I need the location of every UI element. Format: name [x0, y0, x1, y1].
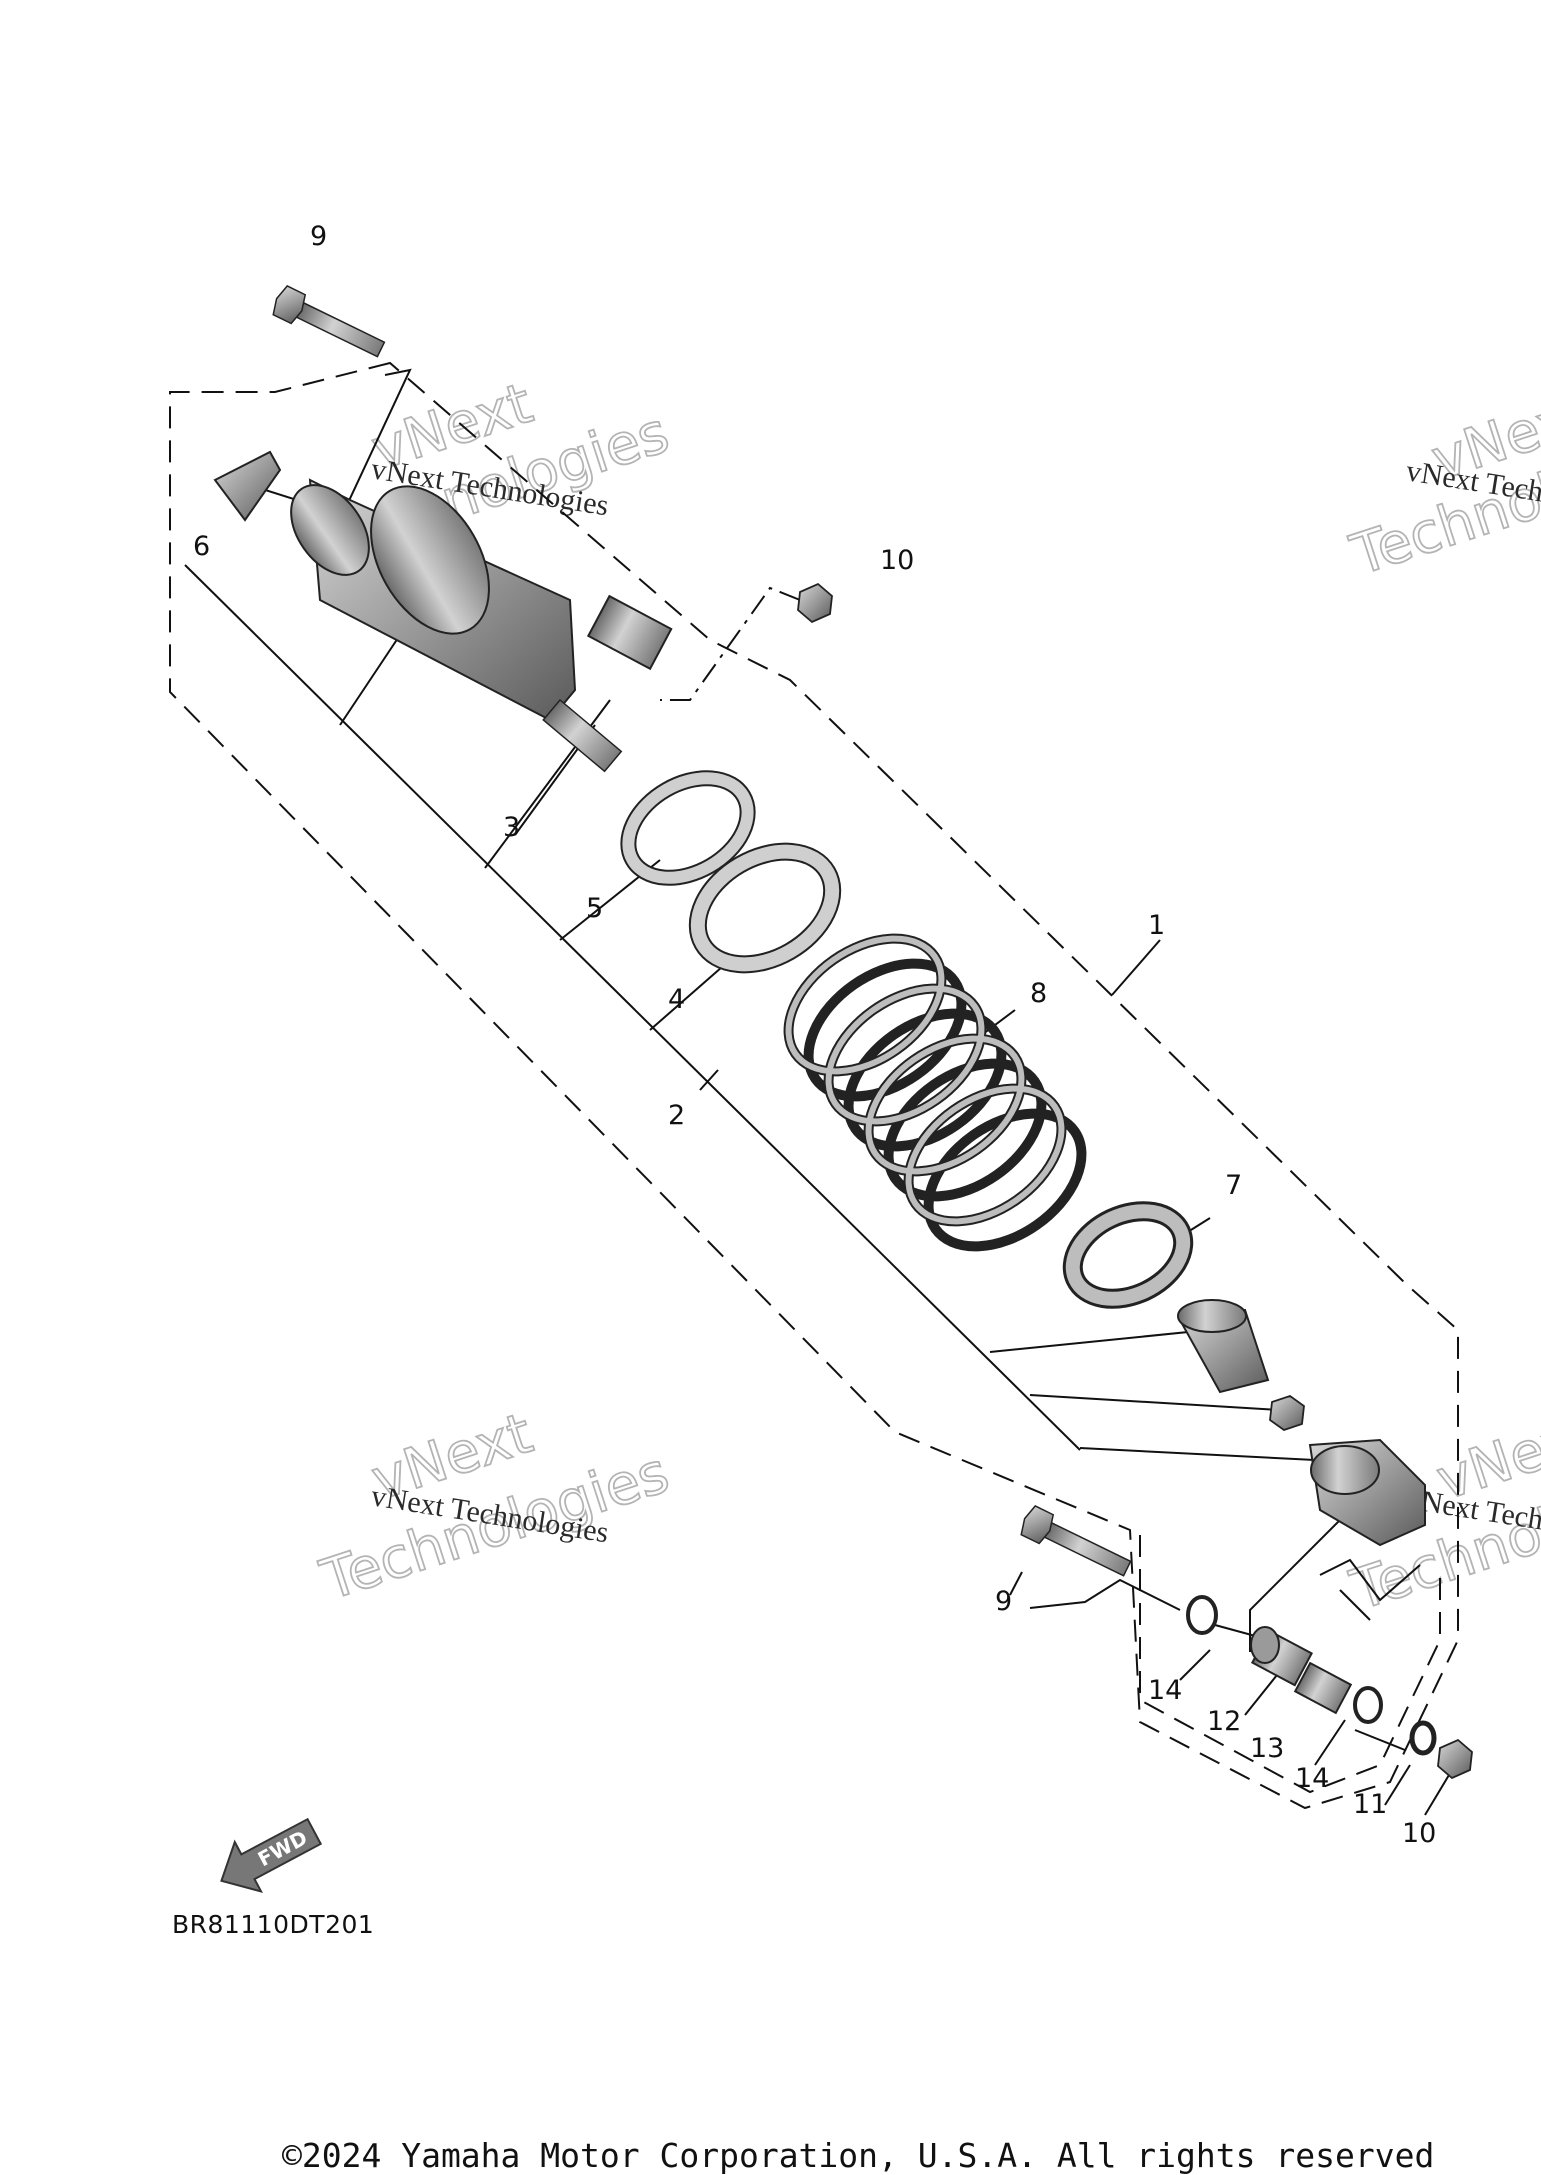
adjusting-nut	[688, 842, 842, 974]
callout-2: 2	[668, 1100, 685, 1131]
top-bushing	[586, 594, 673, 671]
copyright-notice: ©2024 Yamaha Motor Corporation, U.S.A. A…	[282, 2136, 1435, 2175]
leader-lines	[184, 368, 1456, 1816]
watermark-group-bottom: vNext Technologies vNext Technologies	[312, 1400, 677, 1614]
callout-labels: 1 2 3 4 5 6 7 8 9 9 10 10 11 12 13 14 14	[193, 221, 1436, 1849]
needle-bearing	[1250, 1626, 1313, 1687]
callout-1: 1	[1148, 910, 1165, 941]
washer	[1409, 1720, 1437, 1756]
nut-bottom	[1437, 1738, 1473, 1780]
collar	[1293, 1661, 1353, 1715]
callout-13: 13	[1250, 1733, 1284, 1764]
nut-top	[797, 582, 833, 624]
callout-3: 3	[503, 812, 520, 843]
callout-14-right: 14	[1295, 1763, 1329, 1794]
diagram-part-code: BR81110DT201	[172, 1910, 374, 1939]
lower-clevis	[1308, 1438, 1426, 1547]
callout-5: 5	[586, 893, 603, 924]
callout-11: 11	[1353, 1789, 1387, 1820]
circlip-right	[1353, 1686, 1383, 1724]
circlip-left	[1186, 1595, 1218, 1635]
nut-lower-rod	[1269, 1395, 1305, 1431]
callout-12: 12	[1207, 1706, 1241, 1737]
spring-seat	[1062, 1201, 1194, 1309]
bolt-top	[272, 285, 386, 358]
fwd-arrow-icon: FWD	[220, 1817, 323, 1894]
callout-6: 6	[193, 531, 210, 562]
locknut	[620, 770, 756, 886]
callout-7: 7	[1225, 1170, 1242, 1201]
callout-9-bottom: 9	[995, 1586, 1012, 1617]
callout-9-top: 9	[310, 221, 327, 252]
watermark-group-right: vNext Technologies vNext Technologies	[1342, 380, 1541, 589]
callout-10-bottom: 10	[1402, 1818, 1436, 1849]
bump-stopper	[1177, 1299, 1270, 1394]
assembly-boundary-outer	[169, 361, 1459, 1810]
callout-14-left: 14	[1148, 1675, 1182, 1706]
shock-absorber-body	[290, 478, 623, 773]
assembly-boundary-inner	[1139, 1535, 1441, 1794]
callout-8: 8	[1030, 978, 1047, 1009]
callout-10-top: 10	[880, 545, 914, 576]
coil-spring	[783, 933, 1087, 1252]
reservoir-cap	[213, 450, 282, 522]
callout-4: 4	[668, 984, 685, 1015]
bolt-bottom	[1020, 1505, 1132, 1577]
